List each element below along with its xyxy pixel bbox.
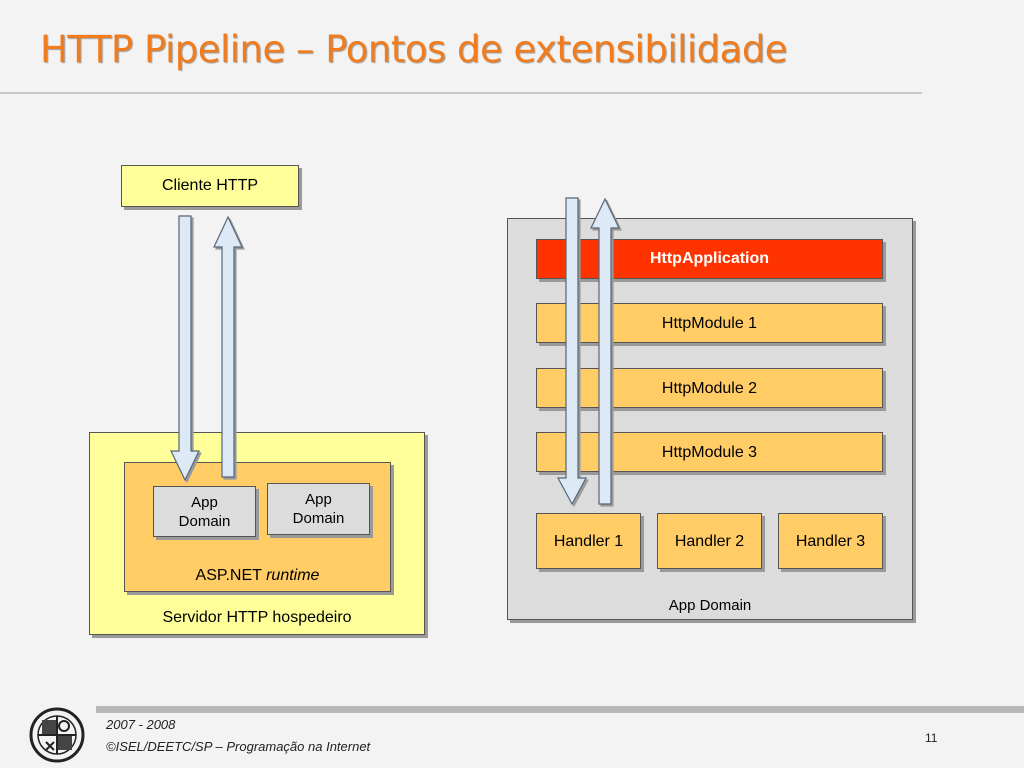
- http-module-1-label: HttpModule 1: [661, 315, 758, 332]
- pipeline-app-domain-label: App Domain: [668, 597, 752, 614]
- footer-credit: ©ISEL/DEETC/SP – Programação na Internet: [106, 739, 371, 754]
- slide-title: HTTP Pipeline – Pontos de extensibilidad…: [40, 28, 788, 71]
- app-domain-2-line1: App: [305, 491, 332, 508]
- runtime-prefix: ASP.NET: [195, 567, 262, 584]
- client-label: Cliente HTTP: [161, 177, 259, 194]
- http-module-3-box: HttpModule 3: [536, 432, 883, 472]
- http-module-3-label: HttpModule 3: [661, 444, 758, 461]
- footer-years: 2007 - 2008: [106, 717, 176, 732]
- app-domain-box-1: App Domain: [153, 486, 256, 537]
- title-divider: [0, 92, 922, 94]
- client-box: Cliente HTTP: [121, 165, 299, 207]
- app-domain-1-line2: Domain: [178, 513, 231, 530]
- runtime-italic: runtime: [266, 567, 320, 584]
- http-application-box: HttpApplication: [536, 239, 883, 279]
- handler-3-box: Handler 3: [778, 513, 883, 569]
- app-domain-1-line1: App: [191, 494, 218, 511]
- handler-1-box: Handler 1: [536, 513, 641, 569]
- app-domain-box-2: App Domain: [267, 483, 370, 535]
- handler-1-label: Handler 1: [553, 533, 624, 550]
- handler-3-label: Handler 3: [795, 533, 866, 550]
- app-domain-2-line2: Domain: [292, 510, 345, 527]
- isel-logo-icon: [29, 707, 85, 763]
- app-domain-1-label: App Domain: [154, 493, 255, 531]
- handler-2-label: Handler 2: [674, 533, 745, 550]
- http-module-2-label: HttpModule 2: [661, 380, 758, 397]
- http-application-label: HttpApplication: [649, 250, 770, 267]
- host-server-label: Servidor HTTP hospedeiro: [162, 609, 352, 626]
- app-domain-2-label: App Domain: [268, 490, 369, 528]
- page-number: 11: [925, 731, 938, 745]
- aspnet-runtime-label: ASP.NET runtime: [125, 567, 390, 585]
- http-module-1-box: HttpModule 1: [536, 303, 883, 343]
- footer-divider: [96, 706, 1024, 713]
- http-module-2-box: HttpModule 2: [536, 368, 883, 408]
- handler-2-box: Handler 2: [657, 513, 762, 569]
